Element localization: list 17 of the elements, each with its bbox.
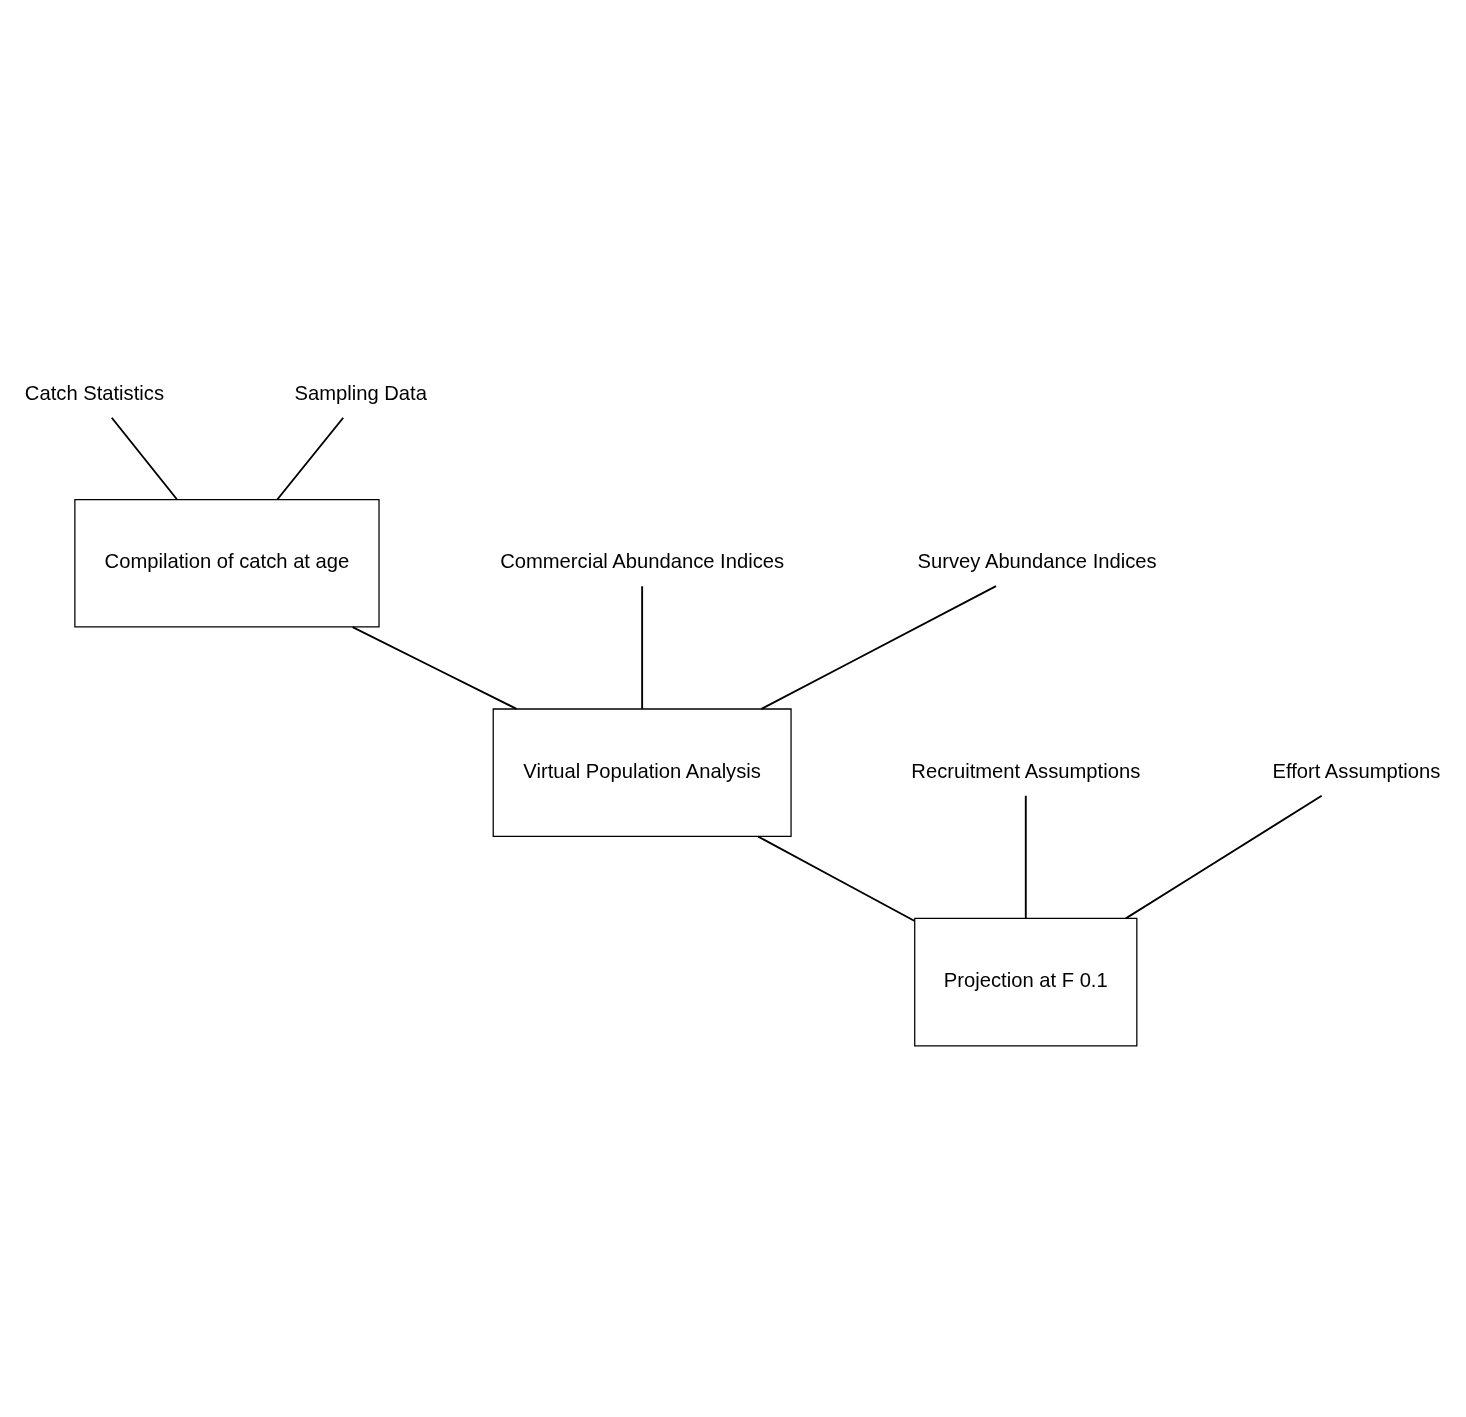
connector: [276, 416, 345, 500]
node-box: Compilation of catch at age: [74, 498, 380, 628]
node-text: Commercial Abundance Indices: [500, 549, 785, 572]
node-text: Effort Assumptions: [1272, 759, 1441, 782]
connector: [351, 625, 518, 710]
node-text: Sampling Data: [294, 381, 427, 404]
connector: [760, 584, 997, 710]
connector: [1024, 794, 1027, 919]
connector: [110, 416, 178, 500]
connector: [757, 835, 916, 922]
connector: [1124, 794, 1323, 919]
node-text: Recruitment Assumptions: [911, 759, 1141, 782]
connector: [641, 584, 644, 710]
node-box: Virtual Population Analysis: [492, 707, 792, 837]
node-text: Survey Abundance Indices: [917, 549, 1157, 572]
node-text: Catch Statistics: [24, 381, 164, 404]
node-box: Projection at F 0.1: [914, 917, 1138, 1047]
